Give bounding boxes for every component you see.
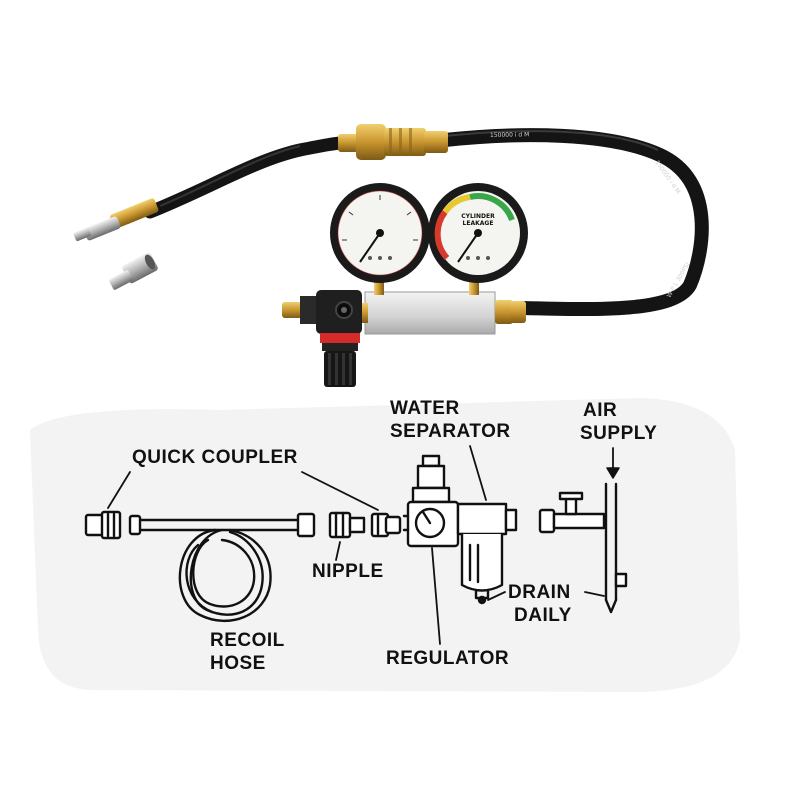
label-daily: DAILY [514, 605, 572, 626]
regulator-diagram [402, 454, 460, 548]
test-hose [143, 135, 357, 219]
spark-plug-adapter-on-hose [73, 198, 159, 242]
coupler-diagram-left [84, 510, 122, 540]
label-separator: SEPARATOR [390, 421, 511, 442]
pressure-gauge-left [330, 183, 430, 283]
air-flow-arrow [606, 467, 620, 479]
air-supply-diagram [538, 482, 628, 614]
label-hose: HOSE [210, 653, 266, 674]
spare-adapter [109, 252, 158, 290]
label-drain: DRAIN [508, 582, 571, 603]
hose-print-upper: 150000 i d M [490, 131, 529, 139]
label-nipple: NIPPLE [312, 561, 384, 582]
gauge-label-line1: CYLINDER [461, 213, 495, 220]
coupler-diagram-mid [370, 512, 402, 538]
label-air: AIR [583, 400, 618, 421]
manifold-block [362, 275, 513, 335]
label-water: WATER [390, 398, 460, 419]
label-regulator: REGULATOR [386, 648, 510, 669]
leader-lines [107, 445, 614, 645]
recoil-hose-diagram [128, 512, 316, 623]
label-quick-coupler: QUICK COUPLER [132, 447, 298, 468]
regulator-photo [282, 290, 362, 387]
label-supply: SUPPLY [580, 423, 658, 444]
quick-coupler-photo [338, 124, 448, 160]
water-separator-diagram [456, 502, 518, 605]
cylinder-leakage-gauge: CYLINDER LEAKAGE [428, 183, 528, 283]
nipple-diagram [328, 511, 366, 539]
supply-hose [438, 128, 709, 317]
label-recoil: RECOIL [210, 630, 285, 651]
gauge-label-line2: LEAKAGE [463, 220, 494, 227]
tester-kit-photo: 150000 i d M 150000 i d M W P L 300PSI [73, 124, 709, 387]
hose-fitting [510, 301, 526, 323]
